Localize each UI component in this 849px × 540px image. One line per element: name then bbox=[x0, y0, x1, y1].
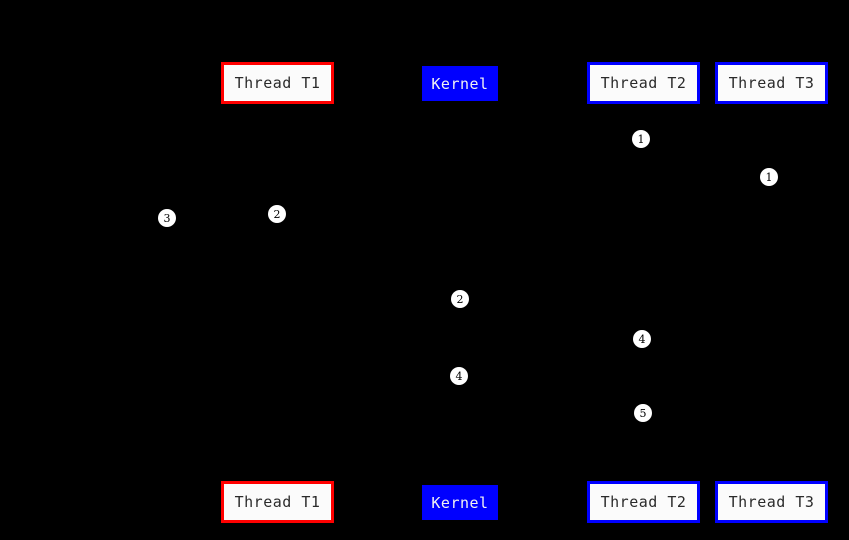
step-marker-number: 2 bbox=[456, 292, 464, 306]
lifeline-thread-t2 bbox=[643, 106, 644, 480]
step-marker-number: 4 bbox=[638, 332, 646, 346]
lifeline-stub-t2-top bbox=[642, 102, 645, 106]
lifeline-stub-t1-top bbox=[276, 102, 279, 106]
step-marker: 4 bbox=[450, 367, 468, 385]
participant-box-thread-t2-top[interactable]: Thread T2 bbox=[587, 62, 700, 104]
step-marker: 1 bbox=[632, 130, 650, 148]
step-marker-number: 5 bbox=[639, 406, 647, 420]
participant-label-thread-t3-bottom: Thread T3 bbox=[728, 493, 815, 511]
step-marker: 2 bbox=[451, 290, 469, 308]
step-marker-number: 1 bbox=[637, 132, 645, 146]
step-marker: 2 bbox=[268, 205, 286, 223]
participant-box-thread-t1-bottom[interactable]: Thread T1 bbox=[221, 481, 334, 523]
lifeline-stub-t3-bottom bbox=[770, 477, 773, 481]
lifeline-stub-t1-bottom bbox=[276, 477, 279, 481]
participant-label-thread-t1-top: Thread T1 bbox=[234, 74, 321, 92]
message-arrow-6 bbox=[460, 426, 643, 427]
participant-box-kernel-bottom[interactable]: Kernel bbox=[422, 485, 498, 520]
message-arrow-1 bbox=[643, 152, 771, 153]
message-arrow-2 bbox=[167, 228, 277, 229]
participant-label-thread-t2-top: Thread T2 bbox=[600, 74, 687, 92]
participant-box-kernel-top[interactable]: Kernel bbox=[422, 66, 498, 101]
participant-box-thread-t2-bottom[interactable]: Thread T2 bbox=[587, 481, 700, 523]
participant-box-thread-t1-top[interactable]: Thread T1 bbox=[221, 62, 334, 104]
step-marker-number: 2 bbox=[273, 207, 281, 221]
step-marker-number: 1 bbox=[765, 170, 773, 184]
lifeline-thread-t3 bbox=[771, 106, 772, 480]
lifeline-stub-t2-bottom bbox=[642, 477, 645, 481]
step-marker: 1 bbox=[760, 168, 778, 186]
step-marker: 3 bbox=[158, 209, 176, 227]
step-marker-number: 3 bbox=[163, 211, 171, 225]
participant-label-kernel-top: Kernel bbox=[431, 74, 489, 93]
step-marker-number: 4 bbox=[455, 369, 463, 383]
participant-box-thread-t3-bottom[interactable]: Thread T3 bbox=[715, 481, 828, 523]
participant-box-thread-t3-top[interactable]: Thread T3 bbox=[715, 62, 828, 104]
participant-label-thread-t3-top: Thread T3 bbox=[728, 74, 815, 92]
lifeline-stub-t3-top bbox=[770, 102, 773, 106]
lifeline-thread-t1 bbox=[277, 106, 278, 480]
message-arrow-3 bbox=[277, 312, 460, 313]
participant-label-thread-t1-bottom: Thread T1 bbox=[234, 493, 321, 511]
participant-label-thread-t2-bottom: Thread T2 bbox=[600, 493, 687, 511]
step-marker: 5 bbox=[634, 404, 652, 422]
participant-label-kernel-bottom: Kernel bbox=[431, 493, 489, 512]
message-arrow-4 bbox=[460, 352, 643, 353]
message-arrow-5 bbox=[460, 389, 643, 390]
step-marker: 4 bbox=[633, 330, 651, 348]
